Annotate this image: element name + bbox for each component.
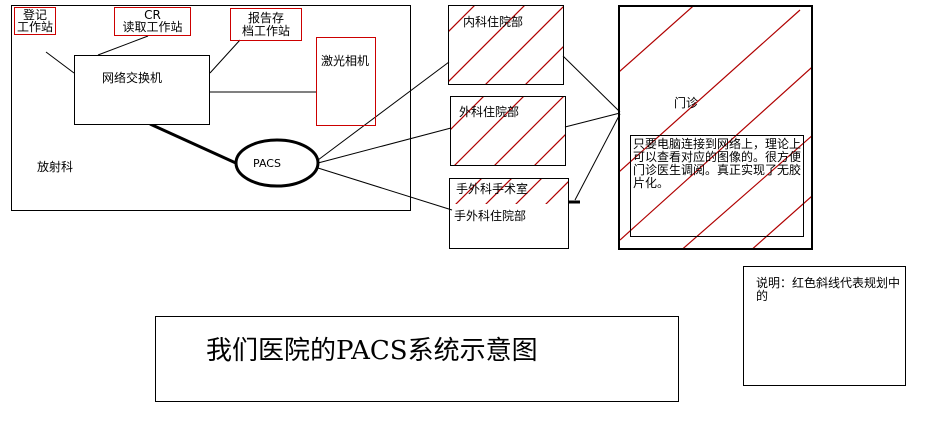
- link-cr-switch: [97, 35, 149, 56]
- title-box: 我们医院的PACS系统示意图: [155, 316, 679, 402]
- network-switch-label: 网络交换机: [102, 71, 163, 85]
- hatch-surgical: [451, 97, 565, 165]
- pacs-links: [317, 61, 453, 211]
- link-report-switch: [209, 39, 241, 74]
- network-switch[interactable]: 网络交换机: [74, 55, 210, 125]
- report-archive-workstation[interactable]: 报告存 档工作站: [230, 8, 302, 41]
- legend-text: 说明：红色斜线代表规划中的: [756, 276, 901, 303]
- registration-line-2: 工作站: [16, 20, 53, 34]
- hatch-or: [455, 179, 568, 204]
- radiology-label: 放射科: [37, 160, 74, 174]
- report-line-2: 档工作站: [241, 24, 290, 38]
- outpatient-description-box: 只要电脑连接到网络上，理论上可以查看对应的图像的。很方便门诊医生调阅。真正实现了…: [630, 135, 804, 237]
- cr-line-1: CR: [144, 8, 161, 22]
- internal-medicine-ward[interactable]: 内科住院部: [448, 5, 564, 85]
- laser-camera[interactable]: 激光相机: [316, 37, 376, 126]
- legend-box: 说明：红色斜线代表规划中的: [743, 266, 906, 386]
- cr-reading-workstation[interactable]: CR 读取工作站: [114, 7, 191, 36]
- operating-room-label: 手外科手术室: [456, 182, 529, 196]
- radiology-connections: [45, 35, 316, 93]
- cr-line-2: 读取工作站: [122, 20, 183, 34]
- link-hand-outpatient: [574, 113, 621, 201]
- diagram-title: 我们医院的PACS系统示意图: [206, 336, 538, 366]
- outpatient-department[interactable]: [618, 5, 813, 250]
- registration-workstation[interactable]: 登记 工作站: [14, 7, 56, 35]
- surgical-ward-label: 外科住院部: [459, 105, 520, 119]
- hand-surgery-block[interactable]: [449, 178, 569, 249]
- registration-line-1: 登记: [22, 8, 47, 22]
- outpatient-description: 只要电脑连接到网络上，理论上可以查看对应的图像的。很方便门诊医生调阅。真正实现了…: [633, 137, 802, 190]
- report-line-1: 报告存: [247, 11, 284, 25]
- link-registration-switch: [45, 51, 75, 74]
- internal-medicine-label: 内科住院部: [463, 15, 524, 29]
- link-pacs-surgical: [317, 127, 452, 164]
- link-switch-pacs: [149, 122, 239, 166]
- link-pacs-hand: [317, 167, 453, 211]
- link-pacs-internal: [317, 61, 450, 161]
- outpatient-links: [562, 55, 621, 201]
- hatch-internal: [449, 6, 563, 84]
- laser-camera-label: 激光相机: [321, 54, 370, 68]
- pacs-label: PACS: [253, 157, 281, 170]
- hand-surgery-ward-label: 手外科住院部: [454, 209, 527, 223]
- outpatient-label: 门诊: [674, 96, 699, 110]
- radiology-department: [11, 5, 411, 211]
- link-internal-outpatient: [562, 55, 621, 113]
- link-surgical-outpatient: [564, 112, 621, 128]
- surgical-ward[interactable]: 外科住院部: [450, 96, 566, 166]
